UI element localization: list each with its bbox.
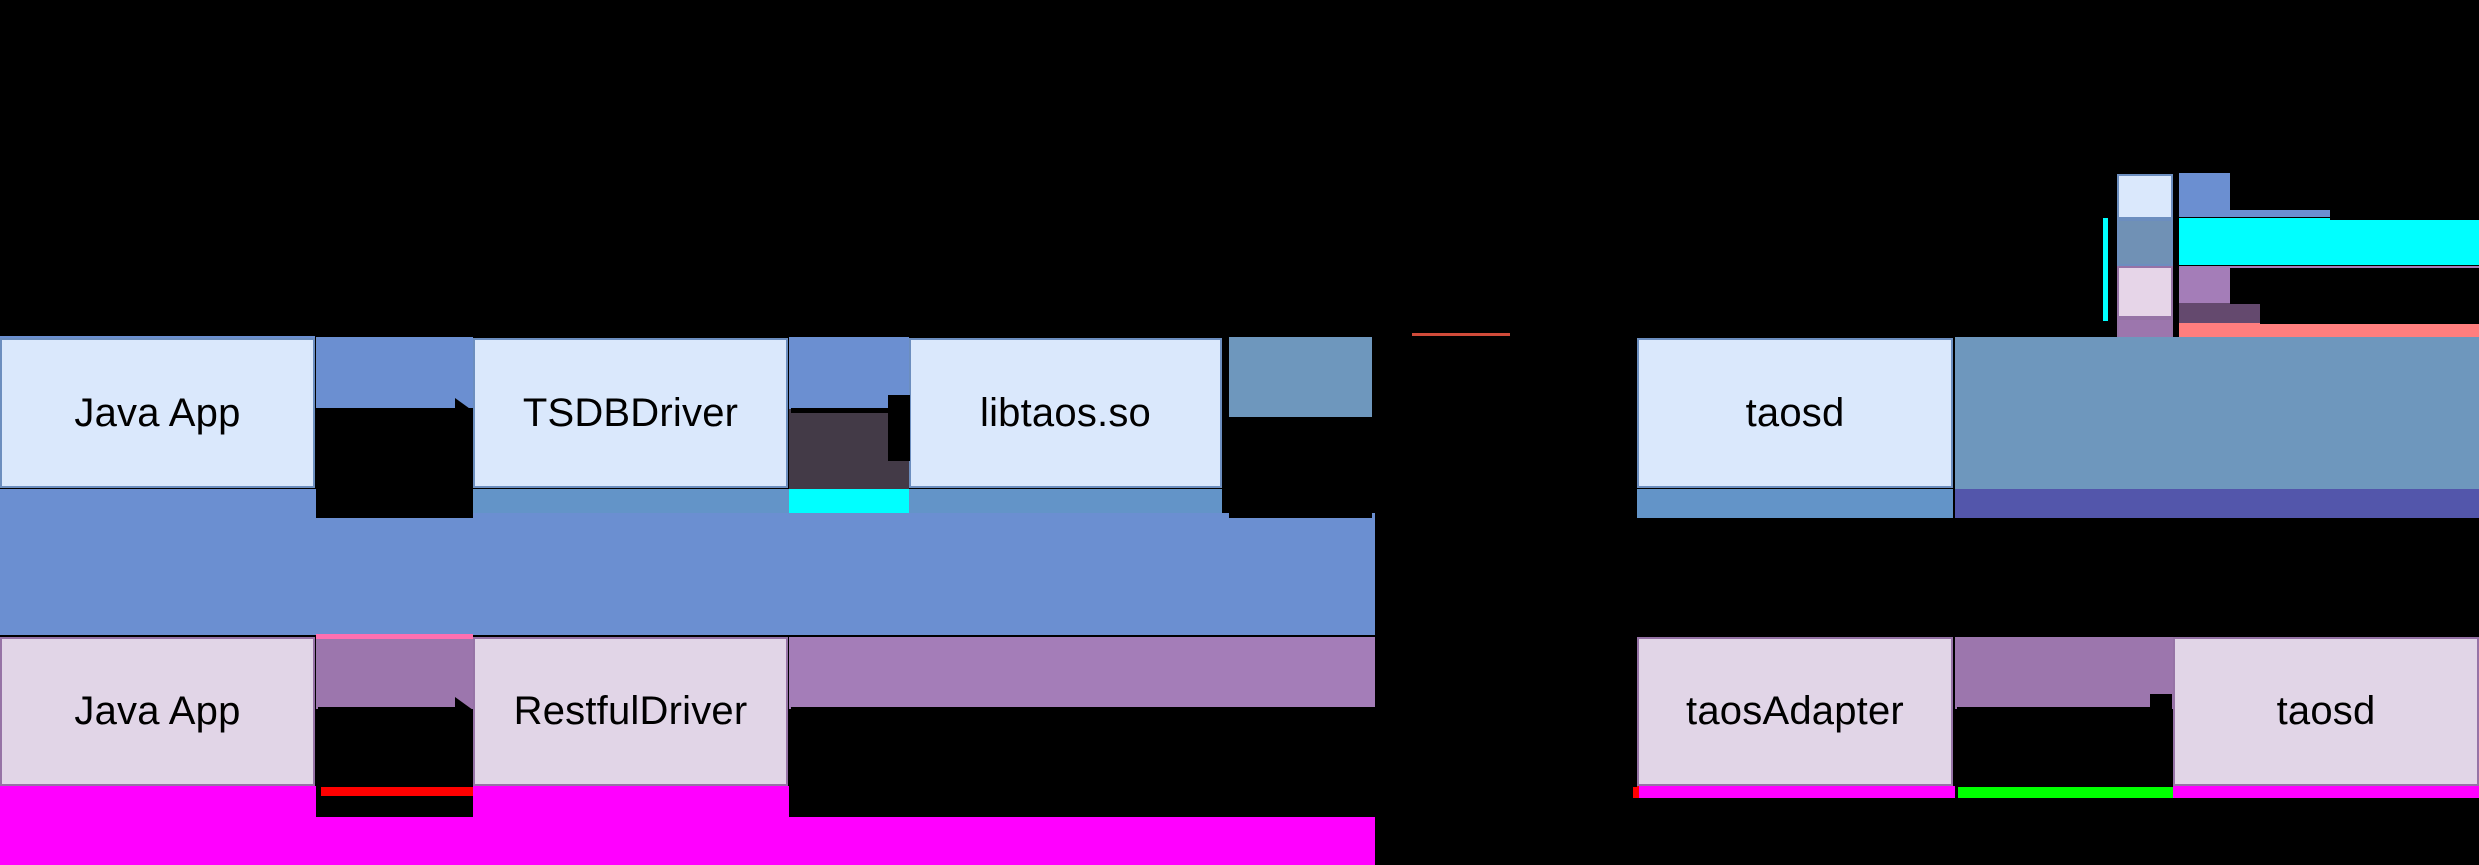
native-band-gap1-top — [316, 337, 473, 409]
rest-underline-gap1-red — [321, 786, 473, 796]
legend-swatch-rest-app — [2117, 266, 2173, 318]
occlusion-native-right-gap — [1375, 337, 1637, 535]
legend-stripe-cyan-edge — [2103, 218, 2108, 321]
occlusion-rest-arrowhead-patch — [2150, 694, 2172, 740]
node-label: libtaos.so — [980, 390, 1151, 435]
rest-band-gap2-top — [789, 637, 1375, 709]
native-row-band-red-top — [1412, 333, 1510, 336]
occlusion-legend-1 — [2230, 172, 2479, 210]
occlusion-rest-right-gap — [1955, 709, 2173, 787]
occlusion-rest-arrow-1 — [316, 709, 473, 787]
occlusion-rest-mid — [789, 709, 1375, 787]
legend-swatch-client-app — [2117, 174, 2173, 219]
node-label: Java App — [74, 390, 241, 435]
node-label: taosd — [2276, 689, 2376, 733]
middle-blue-slab — [0, 513, 1375, 635]
legend-swatch-native-link — [2117, 219, 2173, 266]
arrow-java-to-tsdbdriver-line — [318, 408, 458, 413]
rest-underline-1 — [0, 786, 316, 817]
arrow-taosadapter-to-taosd-line — [1957, 707, 2153, 712]
occlusion-native-arrow-3 — [1229, 418, 1372, 518]
occlusion-native-far-right — [1375, 518, 2479, 636]
rest-underline-red-tick — [1633, 786, 1639, 798]
rest-underline-gap3-green — [1958, 786, 2173, 798]
rest-underline-2 — [473, 786, 789, 817]
node-label: TSDBDriver — [522, 390, 739, 435]
arrow-java-to-tsdbdriver-head — [455, 398, 473, 424]
node-java-app-rest[interactable]: Java App — [0, 637, 315, 786]
node-label: taosd — [1745, 390, 1845, 435]
native-underline-right-indigo — [1955, 489, 2479, 518]
legend-stripe-2 — [2179, 218, 2479, 265]
occlusion-native-arrow-2 — [888, 395, 910, 461]
node-restfuldriver[interactable]: RestfulDriver — [473, 637, 788, 786]
native-band-gap3-top — [1229, 337, 1372, 417]
rest-band-pink-tick — [316, 634, 473, 639]
rest-underline-taosd-rest — [2173, 786, 2479, 798]
node-java-app-native[interactable]: Java App — [0, 338, 315, 488]
node-label: taosAdapter — [1686, 689, 1904, 733]
occlusion-legend-3 — [2230, 268, 2479, 304]
arrow-restfuldriver-to-taosadapter-line — [791, 707, 1375, 712]
node-libtaos-so[interactable]: libtaos.so — [909, 338, 1222, 488]
native-underline-taosd — [1637, 489, 1953, 518]
middle-blue-slab-thin — [0, 506, 316, 516]
occlusion-legend-4 — [2260, 300, 2479, 324]
rest-band-gap3-top — [1955, 637, 2173, 709]
node-taosd-native[interactable]: taosd — [1637, 338, 1953, 488]
occlusion-legend-2 — [2330, 206, 2479, 220]
occlusion-rest-band-left — [1375, 637, 1637, 787]
arrow-tsdbdriver-to-libtaos-line — [791, 408, 891, 413]
native-band-right — [1955, 337, 2479, 489]
node-taosd-rest[interactable]: taosd — [2173, 637, 2479, 786]
occlusion-native-arrow-1 — [316, 408, 473, 518]
occlusion-bottom-strip — [1375, 817, 2479, 865]
arrow-javaapp-to-restfuldriver-head — [455, 697, 473, 723]
rest-underline-taosadapter — [1637, 786, 1955, 798]
node-tsdbdriver[interactable]: TSDBDriver — [473, 338, 788, 488]
rest-band-gap1-top — [316, 637, 473, 709]
rest-underline-3 — [0, 817, 1375, 865]
node-taosadapter[interactable]: taosAdapter — [1637, 637, 1953, 786]
node-label: Java App — [74, 689, 241, 733]
node-label: RestfulDriver — [513, 689, 748, 733]
arrow-javaapp-to-restfuldriver-line — [318, 707, 458, 712]
